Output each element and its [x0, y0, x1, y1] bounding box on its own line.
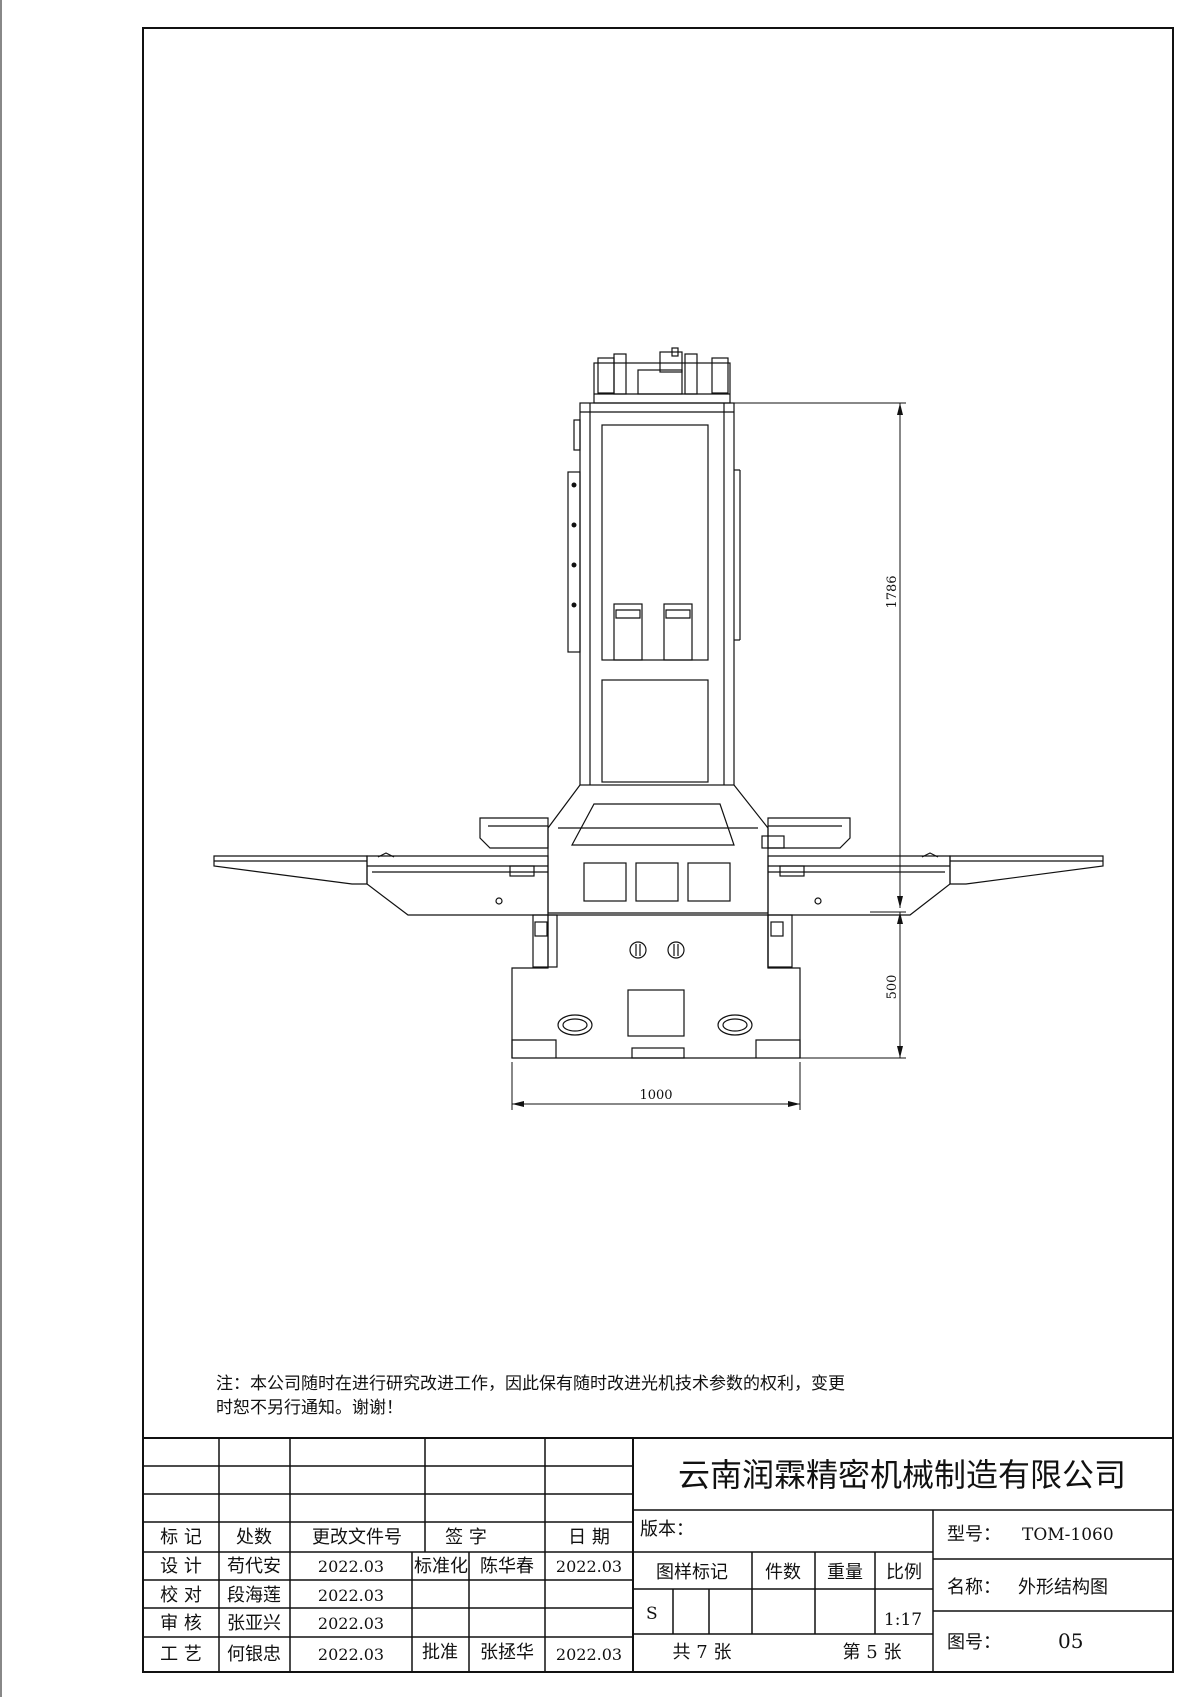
rev-header-date: 日 期: [568, 1527, 610, 1548]
review-date: 2022.03: [318, 1614, 384, 1633]
dimension-width: 1000: [639, 1088, 672, 1103]
column-bolts: [571, 482, 577, 608]
design-name: 苟代安: [227, 1556, 281, 1577]
rev-header-mark: 标 记: [160, 1527, 202, 1548]
dimension-arrows: [512, 403, 903, 1107]
column-window-lower: [601, 679, 709, 783]
column-base: [547, 784, 769, 914]
model-value: TOM-1060: [1022, 1525, 1114, 1545]
dimension-height-upper: 1786: [885, 575, 900, 608]
design-label: 设 计: [160, 1556, 202, 1577]
spindle-head: [593, 347, 731, 404]
rev-header-sign: 签 字: [445, 1527, 487, 1548]
check-date: 2022.03: [318, 1586, 384, 1605]
scale-value: 1:17: [884, 1610, 922, 1630]
process-date: 2022.03: [318, 1645, 384, 1664]
company-name: 云南润霖精密机械制造有限公司: [678, 1456, 1126, 1494]
sheets-total: 共 7 张: [673, 1642, 732, 1663]
approve-name: 张拯华: [480, 1642, 534, 1663]
process-name: 何银忠: [227, 1644, 281, 1665]
sheet-current: 第 5 张: [843, 1642, 902, 1663]
dimension-lines: [511, 402, 906, 1110]
title-block: [143, 1437, 1173, 1672]
version-label: 版本：: [640, 1519, 694, 1540]
approve-label: 批准: [422, 1642, 458, 1663]
drawing-number-label: 图号：: [947, 1632, 1001, 1653]
rev-header-doc: 更改文件号: [312, 1527, 402, 1548]
title-block-text: 云南润霖精密机械制造有限公司 版本： 型号： TOM-1060 名称： 外形结构…: [160, 1456, 1126, 1665]
name-value: 外形结构图: [1018, 1577, 1108, 1598]
standard-date: 2022.03: [556, 1557, 622, 1576]
process-label: 工 艺: [160, 1644, 202, 1665]
standard-label: 标准化: [414, 1556, 468, 1577]
drawing-number-value: 05: [1058, 1629, 1083, 1653]
check-name: 段海莲: [227, 1585, 281, 1606]
column-window-upper: [601, 424, 709, 661]
check-label: 校 对: [160, 1585, 202, 1606]
scale-header: 比例: [886, 1562, 922, 1583]
drawing-frame: [142, 27, 1174, 1673]
approve-date: 2022.03: [556, 1645, 622, 1664]
note-line-1: 注：本公司随时在进行研究改进工作，因此保有随时改进光机技术参数的权利，变更: [216, 1374, 845, 1394]
dimension-height-lower: 500: [885, 975, 900, 1000]
quantity-header: 件数: [765, 1562, 801, 1583]
sample-mark-header: 图样标记: [656, 1562, 728, 1583]
slide-rails: [213, 817, 1104, 916]
base-access-panel: [627, 989, 685, 1037]
name-label: 名称：: [947, 1577, 1001, 1598]
weight-header: 重量: [827, 1562, 863, 1583]
machine-base: [511, 914, 801, 1059]
review-name: 张亚兴: [227, 1613, 281, 1634]
design-date: 2022.03: [318, 1557, 384, 1576]
note-line-2: 时恕不另行通知。谢谢！: [216, 1398, 403, 1418]
machine-outline: [213, 347, 1104, 1059]
column: [567, 402, 741, 786]
review-label: 审 核: [160, 1613, 202, 1634]
standard-name: 陈华春: [480, 1556, 534, 1577]
sample-value: S: [646, 1604, 658, 1624]
rev-header-count: 处数: [236, 1527, 272, 1548]
disclaimer-note: 注：本公司随时在进行研究改进工作，因此保有随时改进光机技术参数的权利，变更 时恕…: [216, 1372, 976, 1420]
model-label: 型号：: [947, 1524, 1001, 1545]
